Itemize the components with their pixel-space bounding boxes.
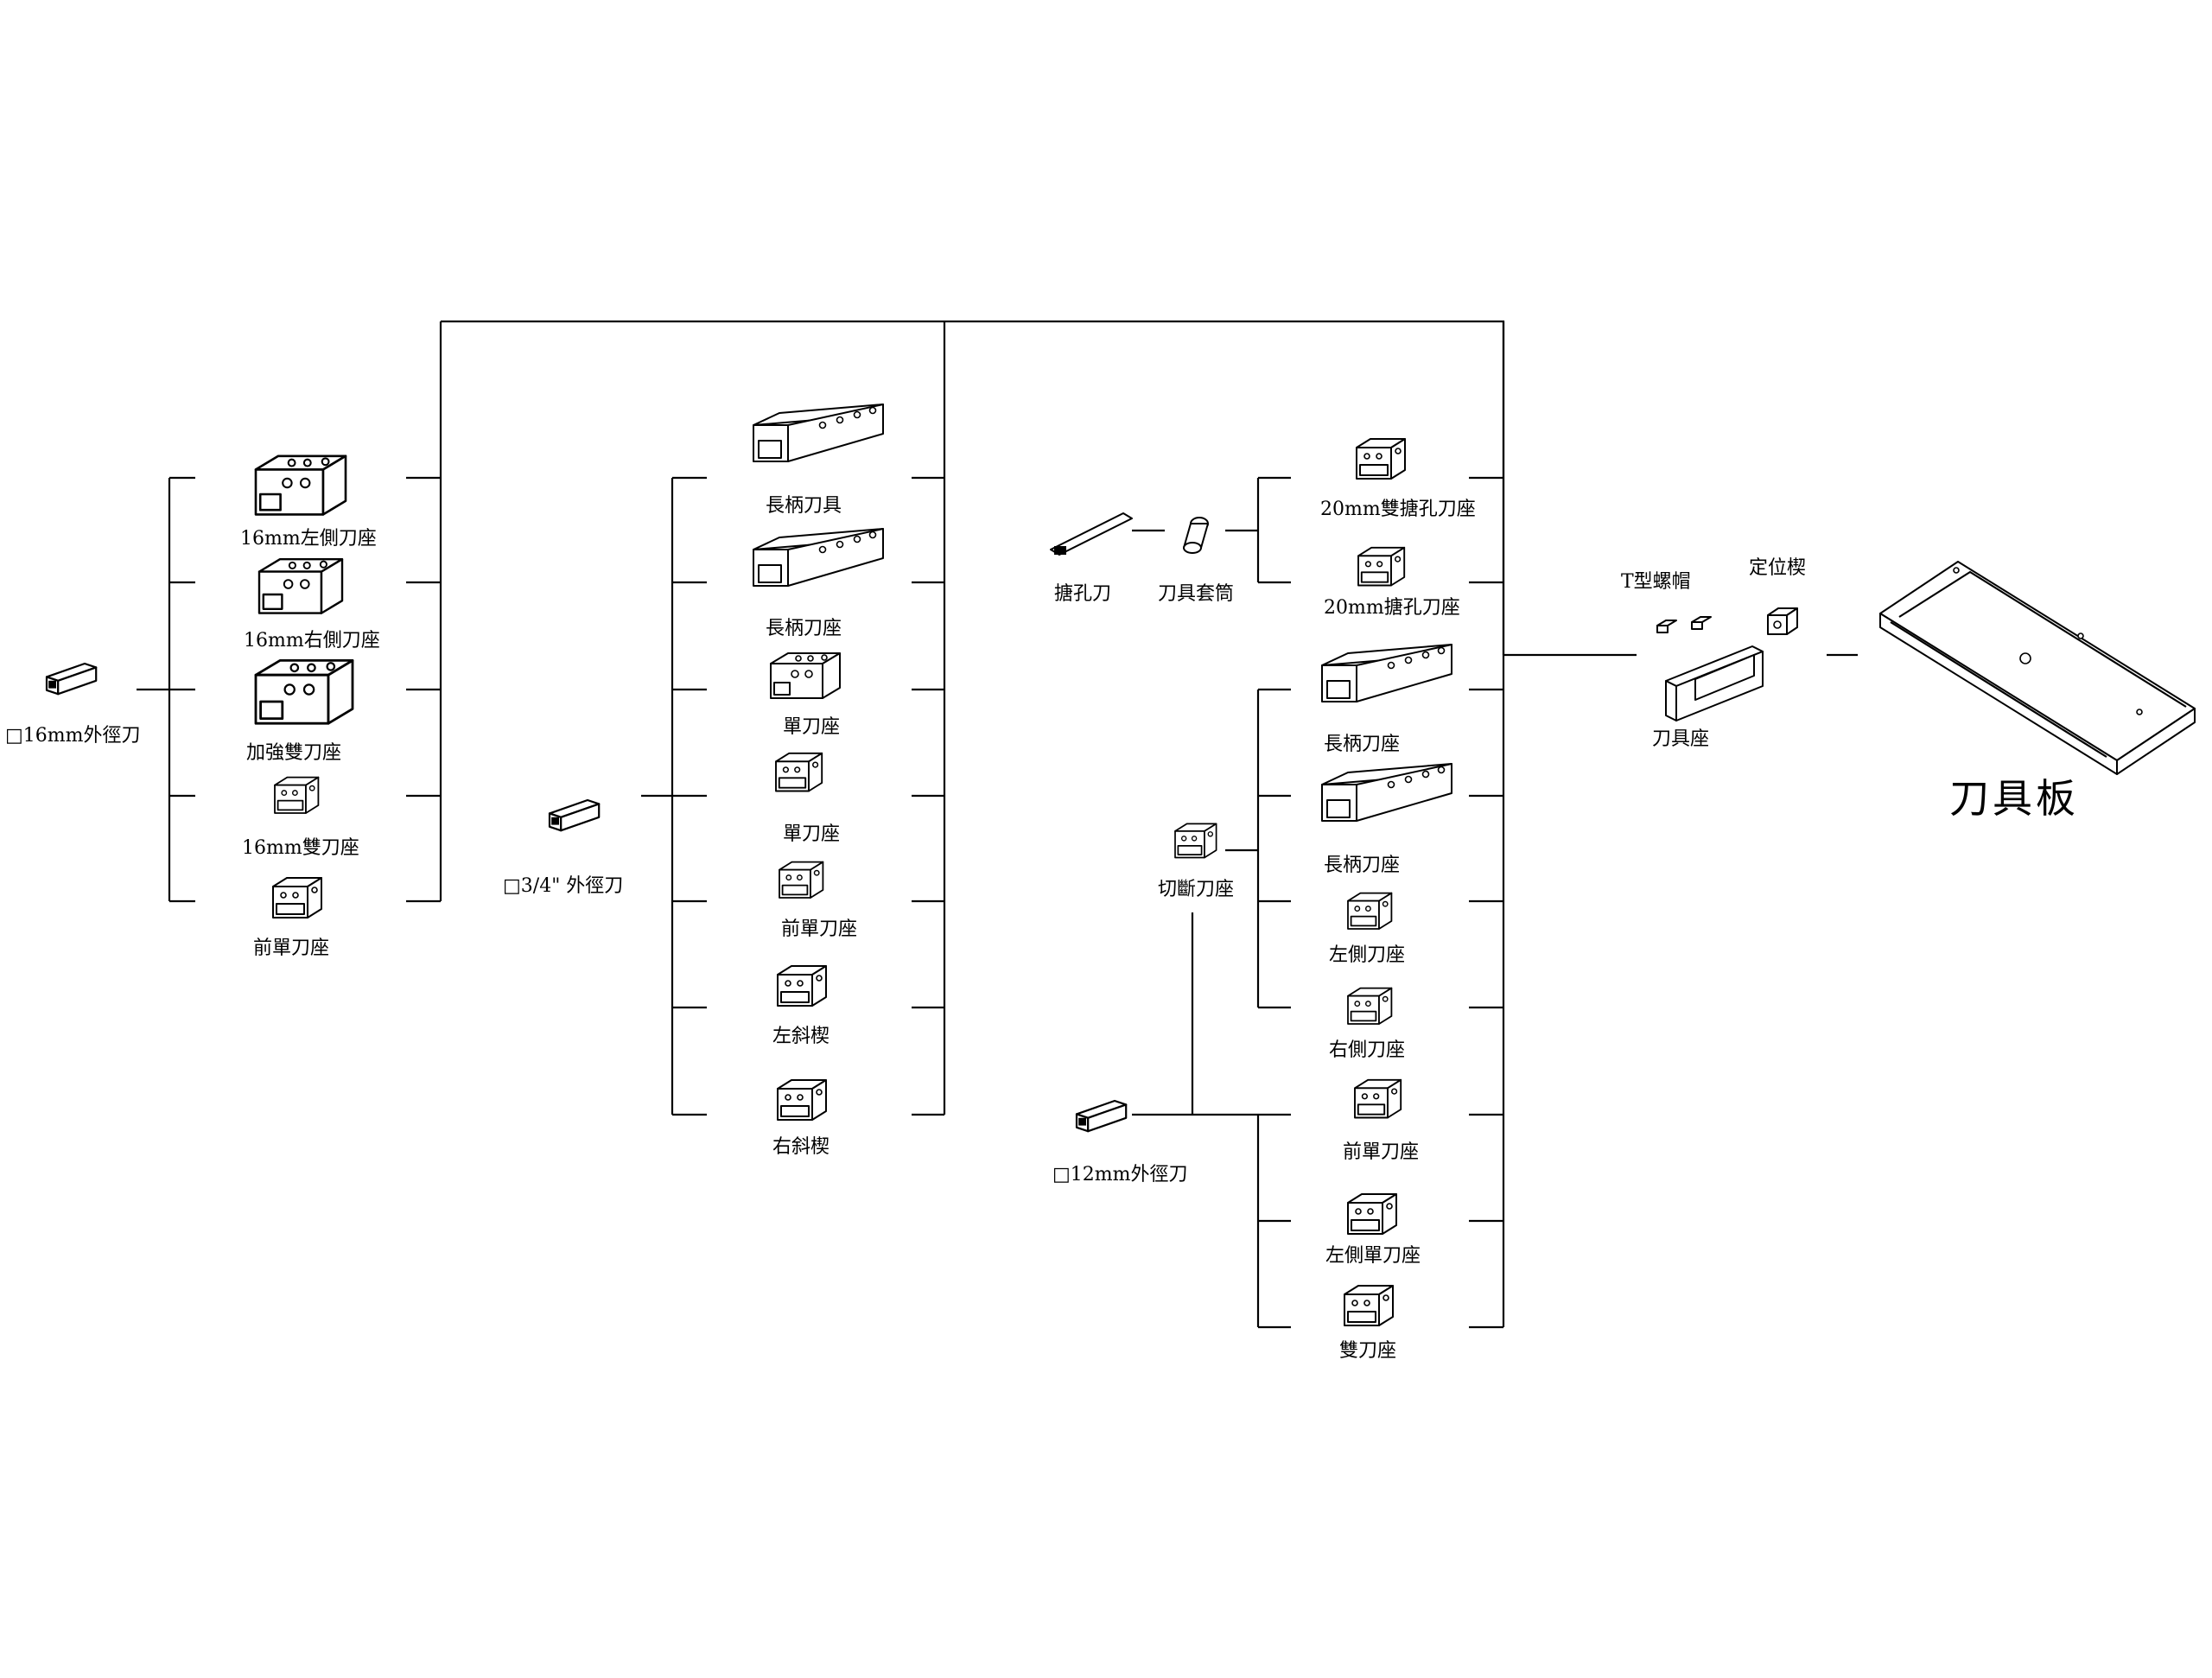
group-tool-plate: T型螺帽 定位楔 刀具座 <box>1503 557 2196 822</box>
label-od34: □3/4" 外徑刀 <box>503 875 623 897</box>
tool-holder-icon <box>1665 645 1764 721</box>
label-od16-left: 16mm左側刀座 <box>240 528 377 550</box>
tool-block-icon <box>770 652 841 699</box>
label-od12-leftsingle: 左側單刀座 <box>1325 1245 1421 1267</box>
label-od16-front: 前單刀座 <box>253 938 329 959</box>
top-connector-line <box>439 320 1505 1115</box>
label-cutoff-long2: 長柄刀座 <box>1324 855 1400 876</box>
cutoff-holder-icon <box>1174 823 1217 859</box>
label-tool-holder: 刀具座 <box>1652 728 1709 750</box>
label-cutoff-left: 左側刀座 <box>1329 944 1405 966</box>
label-od34-rightwedge: 右斜楔 <box>772 1136 830 1158</box>
label-boring-bar: 搪孔刀 <box>1054 583 1111 605</box>
tool-block-icon <box>777 965 827 1007</box>
label-cutoff: 切斷刀座 <box>1158 879 1234 900</box>
bore-holder-icon <box>1357 546 1406 587</box>
group-16mm: □16mm外徑刀 16mm左側刀座 16mm右側刀座 加強雙刀座 16mm雙刀座… <box>5 454 441 959</box>
label-t-nut: T型螺帽 <box>1621 571 1691 593</box>
label-cutoff-long1: 長柄刀座 <box>1324 734 1400 755</box>
tool-block-icon <box>1347 987 1393 1025</box>
page-title: 刀具板 <box>1949 775 2079 822</box>
tool-block-icon <box>779 861 824 899</box>
tool-block-icon <box>777 1079 827 1121</box>
label-od34-front: 前單刀座 <box>781 918 857 940</box>
tool-block-icon <box>1347 1193 1397 1235</box>
label-od12-double: 雙刀座 <box>1339 1340 1396 1362</box>
bore-holder-icon <box>1356 438 1406 480</box>
locating-wedge-icon <box>1767 607 1798 635</box>
label-od12: □12mm外徑刀 <box>1052 1164 1188 1185</box>
label-od34-longtool: 長柄刀具 <box>766 495 842 517</box>
label-od16-reinforced: 加強雙刀座 <box>246 742 341 764</box>
t-nut-icon <box>1656 616 1712 633</box>
label-od34-leftwedge: 左斜楔 <box>772 1026 830 1047</box>
group-3-4in: □3/4" 外徑刀 長柄刀具 長柄刀座 單刀座 單刀座 前單刀座 左斜楔 右斜楔 <box>503 404 944 1158</box>
label-cutoff-right: 右側刀座 <box>1329 1039 1405 1061</box>
tool-block-icon <box>1344 1285 1394 1326</box>
long-shank-holder-icon <box>753 404 884 462</box>
tool-block-icon <box>257 558 344 614</box>
label-bore20: 20mm搪孔刀座 <box>1324 597 1460 619</box>
boring-bar-icon <box>1050 512 1133 556</box>
tool-block-icon <box>775 752 823 792</box>
label-od34-single2: 單刀座 <box>783 823 840 845</box>
square-tool-bit-icon <box>1075 1099 1128 1133</box>
square-tool-bit-icon <box>548 798 601 832</box>
label-od16-double: 16mm雙刀座 <box>242 837 359 859</box>
label-tool-sleeve: 刀具套筒 <box>1158 583 1234 605</box>
tool-plate-icon <box>1879 561 2196 775</box>
tool-block-icon <box>274 776 320 814</box>
label-od16: □16mm外徑刀 <box>5 725 141 747</box>
label-od12-front: 前單刀座 <box>1343 1141 1419 1163</box>
tool-sleeve-icon <box>1183 517 1209 554</box>
square-tool-bit-icon <box>45 662 98 696</box>
long-shank-holder-icon <box>1321 763 1452 822</box>
label-bore20-double: 20mm雙搪孔刀座 <box>1320 499 1476 520</box>
tool-block-icon <box>272 877 322 918</box>
tool-block-icon <box>254 659 354 725</box>
long-shank-holder-icon <box>753 528 884 587</box>
tool-block-icon <box>1347 892 1393 930</box>
tool-block-icon <box>254 454 347 516</box>
group-boring-cutoff: 搪孔刀 刀具套筒 20mm雙搪孔刀座 20mm搪孔刀座 切斷刀座 長柄刀座 長柄… <box>1050 321 1505 1362</box>
label-od34-longholder: 長柄刀座 <box>766 618 842 639</box>
label-locating-wedge: 定位楔 <box>1749 557 1806 579</box>
long-shank-holder-icon <box>1321 644 1452 702</box>
label-od34-single1: 單刀座 <box>783 716 840 738</box>
label-od16-right: 16mm右側刀座 <box>244 630 380 651</box>
tool-block-icon <box>1354 1078 1402 1119</box>
